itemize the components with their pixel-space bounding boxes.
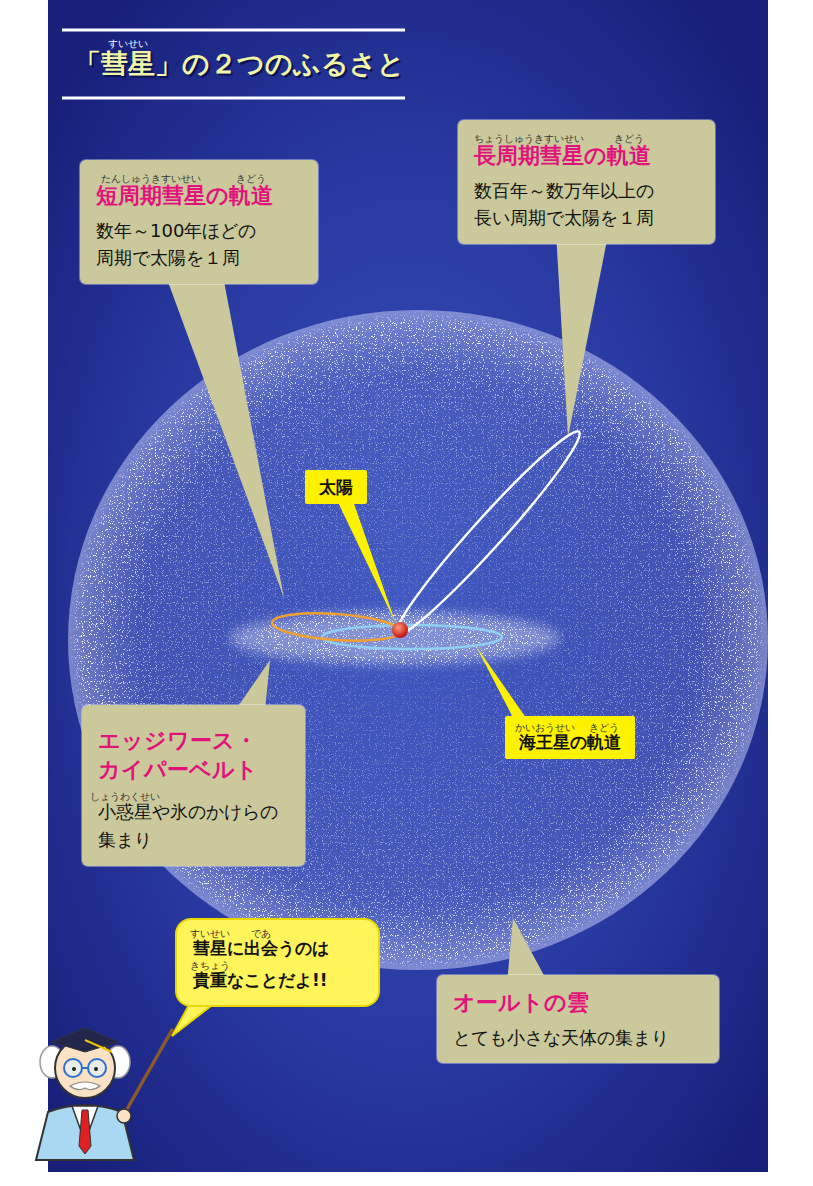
- callout-body: 数年～100年ほどの 周期で太陽を１周: [96, 217, 304, 273]
- callout-body: とても小さな天体の集まり: [453, 1024, 705, 1052]
- oort-cloud: [60, 300, 780, 980]
- short-period-orbit: [271, 610, 401, 645]
- professor-eye: [94, 1067, 98, 1071]
- title-rule: [62, 29, 405, 32]
- pointer-stick: [122, 1030, 172, 1118]
- furigana-label: ちょうしゅうきすいせい: [474, 134, 584, 144]
- callout-tail: [555, 215, 612, 437]
- title-rule: [62, 97, 405, 100]
- kuiper-belt: [220, 600, 570, 680]
- furigana-label: かいおうせい: [515, 723, 575, 733]
- kuiper-belt-speckle: [220, 600, 570, 680]
- professor-mustache: [70, 1082, 100, 1090]
- label-text: 太陽: [319, 476, 353, 498]
- furigana-label: すいせい: [190, 929, 230, 939]
- callout-tails: [160, 215, 612, 1036]
- callout-heading: エッジワース・ カイパーベルト: [98, 727, 291, 784]
- callout-box: オールトの雲とても小さな天体の集まり: [437, 975, 719, 1063]
- furigana-label: たんしゅうきすいせい: [101, 174, 201, 184]
- title-rule-glow: [62, 28, 405, 33]
- furigana-label: きどう: [614, 134, 644, 144]
- long-period-orbit: [386, 422, 590, 644]
- professor-cap: [52, 1028, 118, 1052]
- professor-eye: [72, 1067, 76, 1071]
- callout-body: 小惑星や氷のかけらの 集まり: [98, 798, 291, 854]
- sun-label: 太陽: [305, 470, 367, 504]
- orbits: [271, 422, 590, 649]
- professor-hand: [117, 1109, 131, 1123]
- furigana-label: しょうわくせい: [90, 792, 160, 802]
- sun: [392, 622, 408, 638]
- oort-cloud-speckle: [60, 300, 780, 980]
- label-text: 海王星の軌道: [519, 731, 621, 753]
- callout-box: エッジワース・ カイパーベルト小惑星や氷のかけらの 集まり: [82, 705, 305, 866]
- professor-glasses: [64, 1059, 82, 1077]
- furigana-label: きどう: [236, 174, 266, 184]
- title-rule-glow: [62, 96, 405, 101]
- professor-illustration: [36, 1028, 172, 1160]
- professor-tassel: [85, 1040, 112, 1052]
- sun-pointer: [336, 498, 396, 624]
- callout-heading: オールトの雲: [453, 989, 705, 1018]
- professor-jacket: [36, 1105, 134, 1160]
- professor-glasses-bridge: [82, 1067, 88, 1069]
- callout-body: 数百年～数万年以上の 長い周期で太陽を１周: [474, 177, 701, 233]
- callout-heading: 短周期彗星の軌道: [96, 182, 304, 211]
- title-rules: [62, 30, 405, 98]
- furigana-label: であ: [251, 929, 271, 939]
- furigana-label: きどう: [589, 723, 619, 733]
- professor-tie: [79, 1110, 91, 1154]
- furigana-label: すいせい: [108, 39, 148, 49]
- callout-tail: [160, 260, 284, 598]
- professor-glasses: [88, 1059, 106, 1077]
- furigana-label: きちょう: [190, 961, 230, 971]
- title-text: 「彗星」の２つのふるさと: [74, 46, 405, 82]
- callout-heading: 長周期彗星の軌道: [474, 142, 701, 171]
